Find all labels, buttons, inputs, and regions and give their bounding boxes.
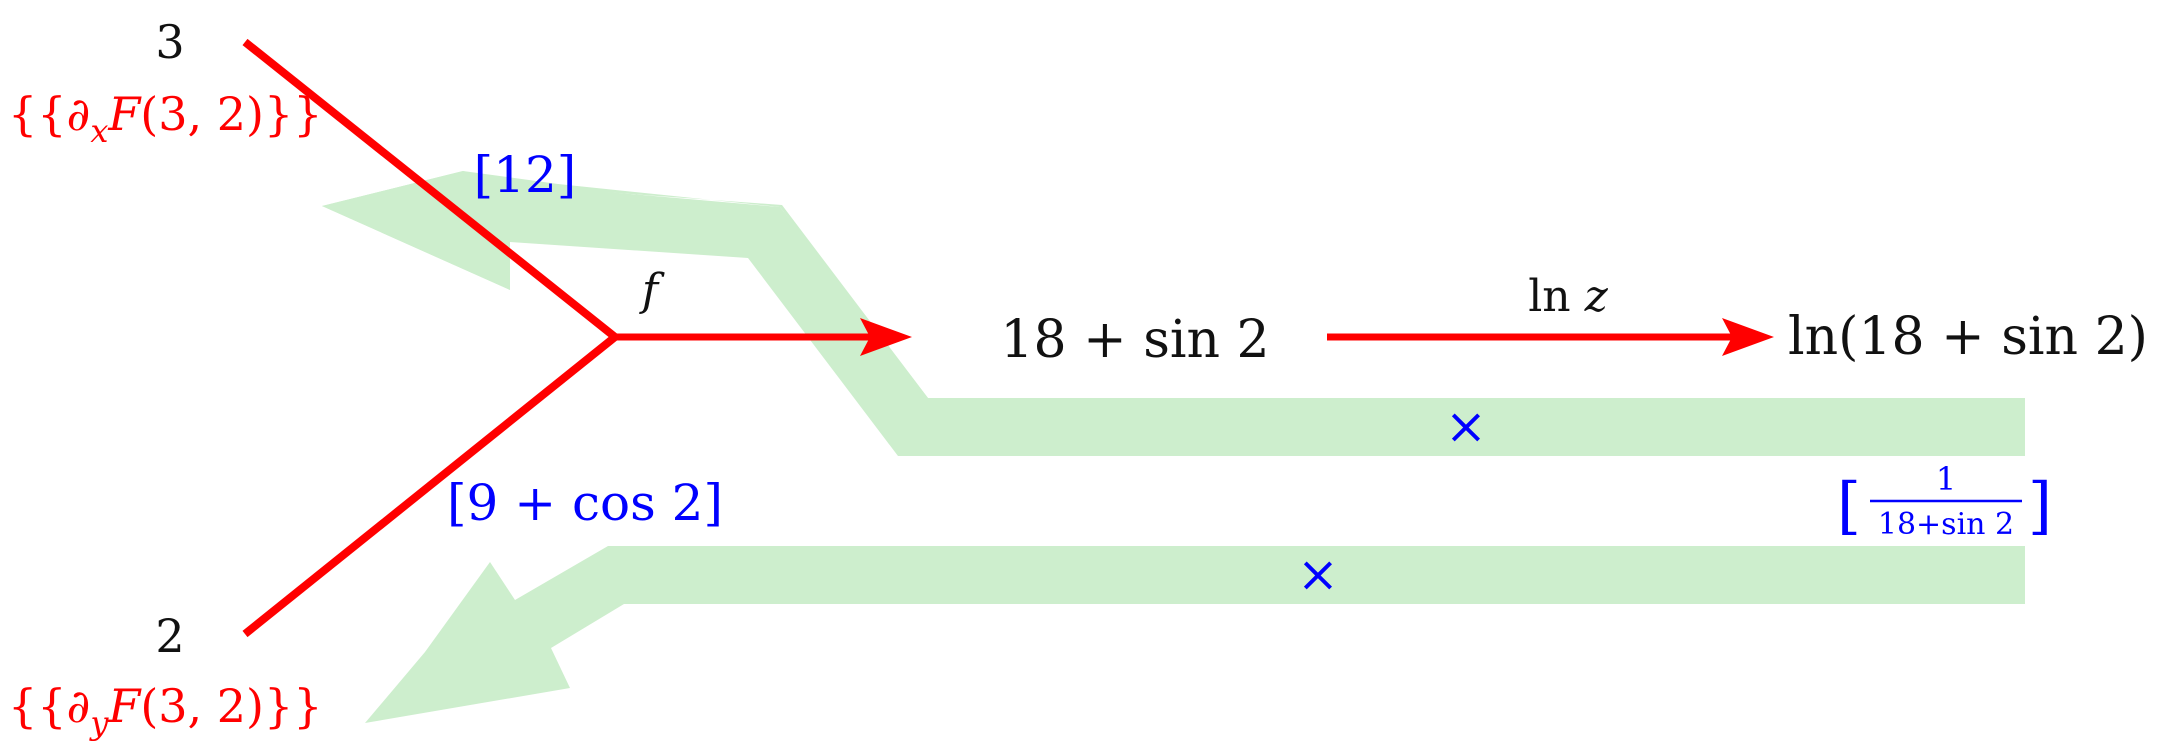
partial-y-F: F [107, 679, 142, 733]
input-x-value: 3 [155, 15, 184, 69]
edge-label-ln: ln z [1528, 271, 1608, 322]
node-middle: 18 + sin 2 [1000, 310, 1269, 370]
partial-y-label: {{∂yF(3, 2)}} [8, 679, 323, 742]
partial-x-F: F [107, 87, 142, 141]
partial-x-args: (3, 2)}} [140, 87, 322, 141]
multiply-symbol-upper: × [1445, 397, 1487, 455]
edge-label-ln-var: z [1584, 271, 1609, 322]
edge-label-f: f [639, 265, 665, 316]
input-y-value: 2 [155, 609, 184, 663]
partial-x-subscript: x [90, 112, 108, 150]
partial-x-label: {{∂xF(3, 2)}} [8, 87, 323, 150]
derivative-ln-numerator: 1 [1936, 460, 1956, 498]
multiply-symbol-lower: × [1297, 545, 1339, 603]
partial-x-prefix: {{∂ [8, 87, 90, 141]
edge-ln-arrowhead [1722, 318, 1774, 356]
edge-f-arrowhead [860, 318, 912, 356]
derivative-ln-denominator: 18+sin 2 [1878, 507, 2014, 542]
partial-y-prefix: {{∂ [8, 679, 90, 733]
backprop-band-upper-main [322, 171, 2025, 456]
derivative-bottom: [9 + cos 2] [447, 474, 723, 532]
node-output: ln(18 + sin 2) [1788, 307, 2148, 367]
derivative-ln-close: ] [2028, 469, 2052, 542]
edge-x-to-f [242, 38, 618, 341]
edge-label-ln-prefix: ln [1528, 271, 1584, 322]
partial-y-subscript: y [88, 704, 109, 742]
derivative-ln-open: [ [1837, 469, 1861, 542]
derivative-ln: [ 1 18+sin 2 ] [1837, 460, 2052, 542]
derivative-top: [12] [474, 146, 577, 204]
edge-y-to-f [242, 333, 618, 638]
backprop-band-lower [365, 546, 2025, 723]
partial-y-args: (3, 2)}} [140, 679, 322, 733]
